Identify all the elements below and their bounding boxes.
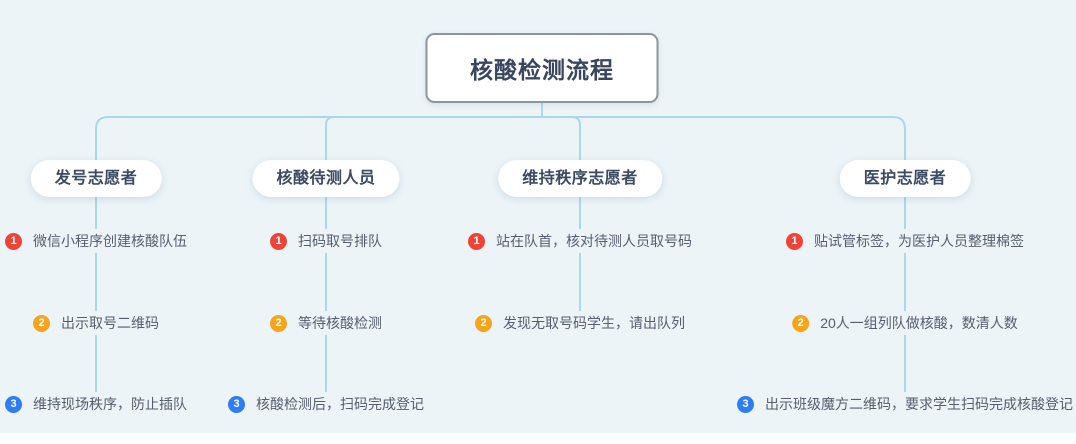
step-text: 发现无取号码学生，请出队列 — [503, 315, 685, 331]
step-item[interactable]: 3 出示班级魔方二维码，要求学生扫码完成核酸登记 — [727, 392, 1076, 416]
step-number-badge: 1 — [270, 232, 287, 250]
bottom-margin-strip — [0, 433, 1076, 444]
step-number-badge: 1 — [786, 232, 803, 250]
branch-header-order-volunteer[interactable]: 维持秩序志愿者 — [498, 160, 662, 197]
rail-line — [95, 116, 906, 130]
step-item[interactable]: 2 20人一组列队做核酸，数清人数 — [782, 311, 1028, 335]
step-number-badge: 2 — [475, 314, 492, 332]
branch2-line — [325, 116, 335, 399]
branch-header-daice-personnel[interactable]: 核酸待测人员 — [252, 160, 400, 197]
step-item[interactable]: 2 等待核酸检测 — [260, 311, 392, 335]
step-text: 出示取号二维码 — [61, 315, 159, 331]
step-item[interactable]: 2 发现无取号码学生，请出队列 — [465, 311, 695, 335]
step-item[interactable]: 3 核酸检测后，扫码完成登记 — [218, 392, 434, 416]
root-node-title[interactable]: 核酸检测流程 — [425, 33, 659, 103]
branch-header-text: 医护志愿者 — [863, 170, 947, 187]
step-item[interactable]: 1 微信小程序创建核酸队伍 — [0, 229, 197, 253]
step-item[interactable]: 3 维持现场秩序，防止插队 — [0, 392, 197, 416]
branch-header-text: 发号志愿者 — [54, 170, 138, 187]
step-item[interactable]: 1 贴试管标签，为医护人员整理棉签 — [776, 229, 1034, 253]
step-number-badge: 2 — [792, 314, 810, 332]
step-item[interactable]: 2 出示取号二维码 — [23, 311, 169, 335]
step-text: 核酸检测后，扫码完成登记 — [256, 396, 424, 412]
root-title-text: 核酸检测流程 — [470, 57, 614, 83]
step-number-badge: 2 — [270, 314, 287, 332]
branch-header-medical-volunteer[interactable]: 医护志愿者 — [839, 160, 971, 197]
step-number-badge: 3 — [5, 395, 22, 413]
step-text: 站在队首，核对待测人员取号码 — [496, 233, 692, 249]
step-text: 贴试管标签，为医护人员整理棉签 — [814, 233, 1024, 249]
step-text: 扫码取号排队 — [298, 233, 382, 249]
step-item[interactable]: 1 扫码取号排队 — [260, 229, 392, 253]
branch-header-text: 核酸待测人员 — [276, 170, 376, 187]
step-text: 等待核酸检测 — [298, 315, 382, 331]
step-number-badge: 1 — [5, 232, 22, 250]
step-text: 出示班级魔方二维码，要求学生扫码完成核酸登记 — [765, 396, 1073, 412]
step-text: 20人一组列队做核酸，数清人数 — [820, 315, 1018, 331]
step-number-badge: 3 — [228, 395, 245, 413]
branch3-line — [571, 116, 581, 319]
branch-header-fahao-volunteer[interactable]: 发号志愿者 — [30, 160, 162, 197]
step-item[interactable]: 1 站在队首，核对待测人员取号码 — [458, 229, 702, 253]
step-number-badge: 3 — [737, 395, 754, 413]
step-text: 维持现场秩序，防止插队 — [33, 396, 187, 412]
branch-header-text: 维持秩序志愿者 — [522, 170, 638, 187]
step-number-badge: 1 — [468, 232, 485, 250]
step-number-badge: 2 — [33, 314, 50, 332]
step-text: 微信小程序创建核酸队伍 — [33, 233, 187, 249]
